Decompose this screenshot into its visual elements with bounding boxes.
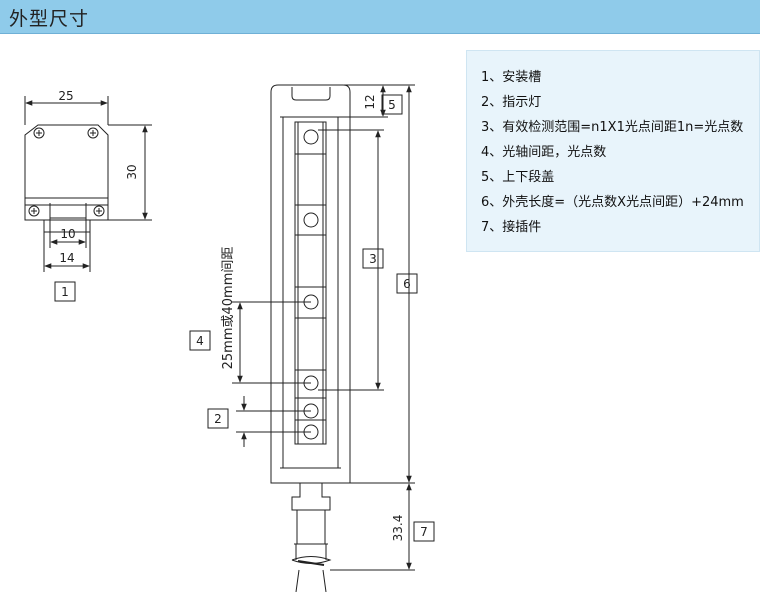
- screw-hole-icon: [28, 205, 40, 217]
- dim-bracket-width: 25: [58, 89, 73, 103]
- legend-item-indicator: 2、指示灯: [481, 95, 542, 110]
- screw-hole-icon: [87, 127, 99, 139]
- dim-connector-length: 33.4: [391, 515, 405, 542]
- callout-box: [381, 94, 403, 115]
- legend-item-connector: 7、接插件: [481, 220, 542, 235]
- legend-panel: 1、安装槽 2、指示灯 3、有效检测范围=n1X1光点间距1n=光点数 4、光轴…: [466, 50, 760, 252]
- callout-box: [54, 281, 76, 302]
- light-point-icon: [303, 129, 319, 145]
- dim-bracket-height: 30: [125, 164, 139, 179]
- callout-label-2: 2: [214, 412, 222, 426]
- sensor-housing: [270, 84, 351, 592]
- legend-item-end-caps: 5、上下段盖: [481, 170, 555, 185]
- callout-label-6: 6: [403, 277, 411, 291]
- screw-hole-icon: [93, 205, 105, 217]
- callout-label-4: 4: [196, 334, 204, 348]
- callout-label-5: 5: [388, 98, 396, 112]
- callout-box: [413, 521, 435, 542]
- mounting-bracket: [24, 96, 152, 272]
- callout-box: [362, 248, 384, 269]
- callout-box: [207, 408, 229, 429]
- dim-pitch-label: 25mm或40mm间距: [221, 247, 236, 370]
- dimension-drawing: 25 30 10 14 12 33.4 25mm或40mm间距 1 2 3 4 …: [24, 84, 435, 592]
- header-bar: 外型尺寸: [0, 0, 760, 34]
- callout-box: [396, 273, 418, 294]
- callout-label-1: 1: [61, 285, 69, 299]
- page-title: 外型尺寸: [9, 8, 90, 30]
- callout-box: [189, 330, 211, 351]
- light-point-icon: [303, 212, 319, 228]
- legend-item-beam-pitch: 4、光轴间距，光点数: [481, 145, 607, 160]
- dim-base-width: 14: [59, 251, 74, 265]
- callout-label-3: 3: [369, 252, 377, 266]
- dim-top-cap: 12: [363, 94, 377, 109]
- legend-item-housing-length: 6、外壳长度=（光点数X光点间距）+24mm: [481, 195, 744, 210]
- callout-label-7: 7: [420, 525, 428, 539]
- screw-hole-icon: [33, 127, 45, 139]
- legend-item-mounting-slot: 1、安装槽: [481, 70, 542, 85]
- legend-item-detection-range: 3、有效检测范围=n1X1光点间距1n=光点数: [481, 120, 744, 135]
- dim-tab-width: 10: [60, 227, 75, 241]
